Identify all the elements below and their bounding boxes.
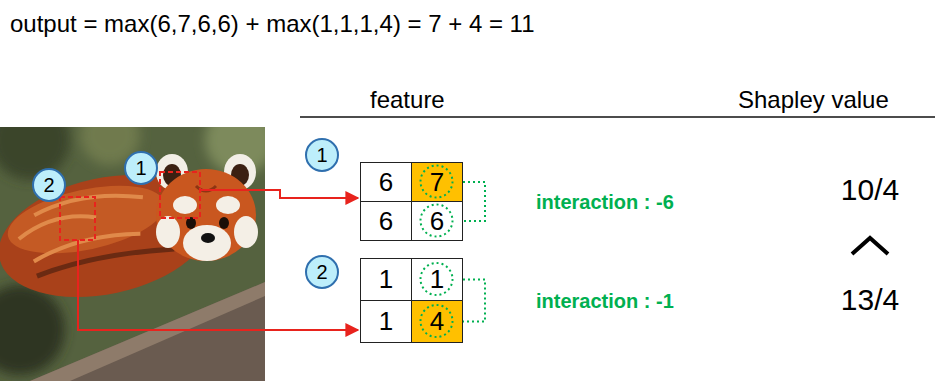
- feature-value: 1: [379, 306, 393, 337]
- red-panda-photo: [0, 127, 265, 381]
- callout-label: 1: [316, 144, 327, 167]
- patch-box: [160, 172, 200, 218]
- callout-number: 2: [305, 255, 339, 289]
- interaction-bracket: [463, 182, 485, 221]
- feature-cell: 1: [360, 258, 412, 301]
- callout-number: 2: [32, 168, 66, 202]
- feature-value: 6: [379, 167, 393, 198]
- patch-box: [60, 197, 95, 240]
- shapley-value: 13/4: [841, 283, 899, 317]
- feature-cell: 6: [360, 201, 412, 241]
- feature-cell: 1: [411, 258, 463, 301]
- feature-value: 7: [430, 167, 444, 198]
- interaction-label: interaction : -6: [536, 190, 674, 213]
- formula-title: output = max(6,7,6,6) + max(1,1,1,4) = 7…: [10, 10, 535, 38]
- feature-value: 4: [430, 306, 444, 337]
- column-header: feature: [370, 86, 445, 114]
- feature-value: 6: [379, 206, 393, 237]
- shapley-value: 10/4: [841, 173, 899, 207]
- feature-cell: 4: [411, 300, 463, 343]
- interaction-label: interaction : -1: [536, 289, 674, 312]
- callout-label: 1: [135, 157, 146, 180]
- callout-label: 2: [43, 174, 54, 197]
- column-header: Shapley value: [738, 86, 889, 114]
- pointer-arrow: [200, 190, 358, 198]
- feature-value: 1: [430, 264, 444, 295]
- feature-value: 6: [430, 206, 444, 237]
- callout-number: 1: [305, 138, 339, 172]
- callout-number: 1: [124, 151, 158, 185]
- feature-cell: 6: [411, 201, 463, 241]
- feature-cell: 7: [411, 162, 463, 202]
- feature-cell: 6: [360, 162, 412, 202]
- feature-value: 1: [379, 264, 393, 295]
- feature-cell: 1: [360, 300, 412, 343]
- callout-label: 2: [316, 261, 327, 284]
- pointer-arrow: [78, 240, 358, 330]
- header-rule: [300, 116, 935, 118]
- comparison-symbol: [852, 238, 888, 254]
- interaction-bracket: [463, 280, 485, 322]
